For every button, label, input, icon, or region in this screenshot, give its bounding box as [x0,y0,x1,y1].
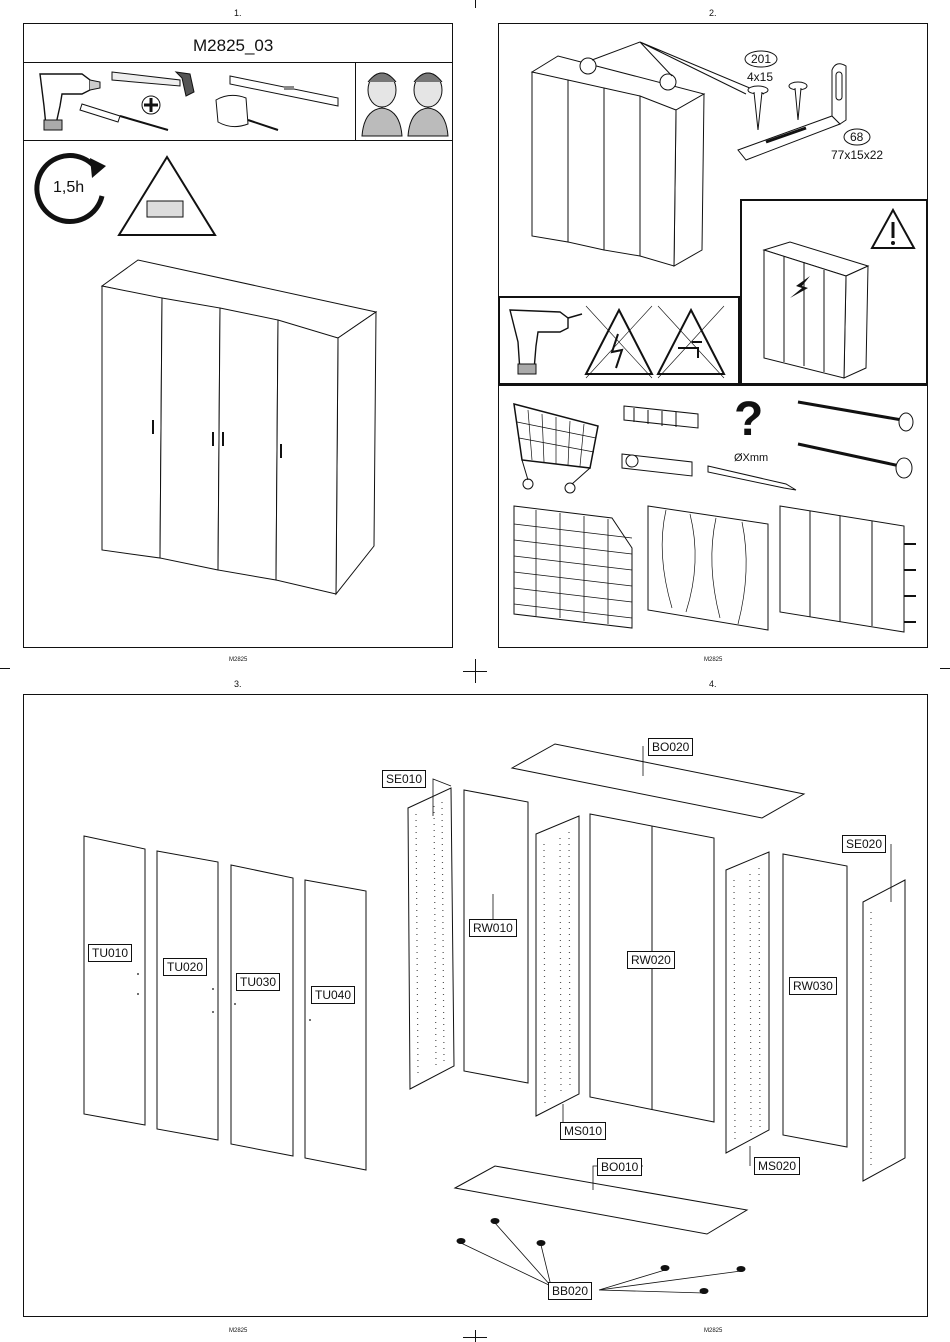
wardrobe-drawing [98,260,378,600]
divider [23,140,453,141]
wood-screw-icon [796,440,918,484]
crop-mark [475,1330,476,1342]
part-label: MS020 [754,1157,800,1175]
crop-mark [475,659,476,683]
part-label: TU040 [311,986,355,1004]
part-label: BB020 [548,1282,592,1300]
page-number: 3. [234,679,242,689]
divider [498,385,928,386]
question-mark: ? [734,392,763,447]
part-label: RW030 [789,977,837,995]
crop-mark [463,1337,487,1338]
page-title: M2825_03 [193,36,273,56]
page-number: 4. [709,679,717,689]
part-label: TU010 [88,944,132,962]
part-68-id: 68 [850,130,863,144]
crop-mark [0,668,10,669]
side-panel [408,788,454,1089]
door-panel [84,836,145,1125]
part-label: BO010 [597,1158,642,1176]
door-panel [231,865,293,1156]
part-label: RW010 [469,919,517,937]
no-water-pipe-icon [656,304,726,380]
page-number: 1. [234,8,242,18]
page-code: M2825 [229,657,247,663]
wall-plug-icon [618,398,704,484]
page-code: M2825 [229,1328,247,1334]
no-electricity-icon [584,304,654,380]
screwdriver-icon [80,100,170,134]
tape-measure-icon [212,90,282,136]
shopping-cart-icon [510,398,602,494]
divider [355,62,356,140]
side-panel [863,880,905,1181]
drill-icon [506,302,584,380]
divider [23,62,453,63]
panel-wall-icon [778,504,920,634]
back-panel [783,854,847,1147]
part-label: SE010 [382,770,426,788]
parts-drawing [23,694,928,1317]
part-label: MS010 [560,1122,606,1140]
tipping-wardrobe-icon [760,242,870,380]
middle-panel [726,852,769,1153]
brick-wall-icon [512,504,636,630]
wood-screw-icon [796,398,918,434]
wardrobe-wall-fix-drawing [528,46,708,268]
drill-bit-icon [706,462,798,492]
time-label: 1,5h [53,179,84,197]
part-68-size: 77x15x22 [831,148,883,162]
page-number: 2. [709,8,717,18]
crop-mark [475,0,476,8]
part-label: RW020 [627,951,675,969]
worker-icon [360,64,452,138]
bottom-panel [455,1166,747,1234]
door-panel [157,851,218,1140]
part-label: TU030 [236,973,280,991]
crop-mark [940,668,950,669]
wood-wall-icon [646,504,770,632]
warning-icon [870,208,916,250]
door-panel [305,880,366,1170]
part-label: SE020 [842,835,886,853]
warning-two-person-icon [117,155,217,237]
page-code: M2825 [704,657,722,663]
middle-panel [536,816,579,1116]
page-code: M2825 [704,1328,722,1334]
part-label: BO020 [648,738,693,756]
part-label: TU020 [163,958,207,976]
